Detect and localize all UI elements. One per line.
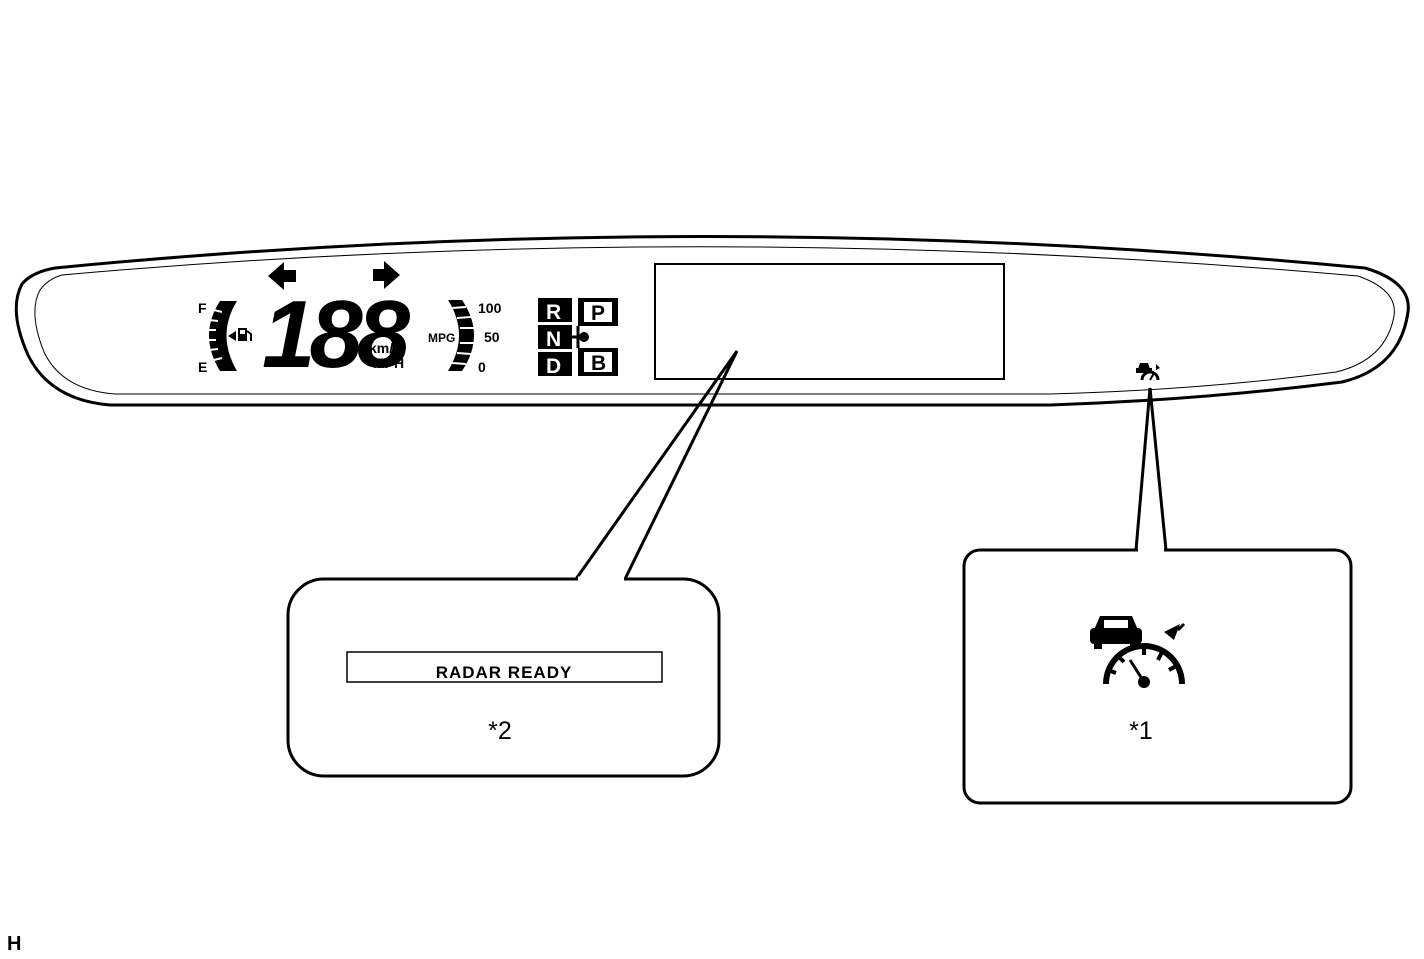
leader-line-1 (1134, 387, 1168, 551)
radar-cruise-indicator-icon (1136, 363, 1160, 381)
callout-1-number: *1 (1129, 717, 1153, 745)
radar-cruise-control-icon (1090, 616, 1186, 688)
callout-2-number: *2 (488, 717, 512, 745)
arrow-left-icon (268, 262, 296, 290)
gear-n-box (538, 325, 572, 349)
fuel-empty-label: E (198, 359, 207, 375)
arrow-right-icon (373, 261, 400, 289)
gear-n: N (546, 328, 561, 351)
gear-p: P (591, 302, 605, 325)
gear-b: B (591, 352, 606, 375)
shift-position-dot (579, 332, 589, 342)
gear-d: D (546, 355, 561, 378)
fuel-full-label: F (198, 300, 207, 316)
multi-information-display (654, 263, 1005, 380)
mpg-tick-50: 50 (484, 329, 500, 345)
fuel-pump-icon (238, 328, 252, 341)
callout-1-frame (962, 548, 1353, 805)
fuel-gauge: F E (198, 300, 252, 375)
fuel-pointer-icon (228, 331, 236, 341)
figure-id: H (7, 933, 21, 955)
leader-line-2 (574, 350, 739, 580)
turn-signal-left (268, 262, 296, 290)
radar-ready-text: RADAR READY (436, 663, 573, 682)
gear-d-box (538, 352, 572, 376)
unit-kmh: km/h (369, 340, 402, 356)
mpg-tick-0: 0 (478, 359, 486, 375)
speedometer-readout: 188 km/h MPH (262, 281, 417, 388)
radar-ready-display (346, 651, 663, 683)
shift-indicator: R N D P B (538, 298, 618, 378)
unit-mph: MPH (373, 355, 404, 371)
mpg-tick-100: 100 (478, 300, 502, 316)
gear-r: R (546, 301, 561, 324)
turn-signal-right (373, 261, 400, 289)
gear-r-box (538, 298, 572, 322)
mpg-label: MPG (428, 331, 455, 345)
callout-2: RADAR READY *2 (286, 576, 721, 778)
mpg-gauge: MPG 100 50 0 (428, 300, 502, 375)
speed-digits: 188 (262, 281, 411, 388)
callout-1: *1 (962, 547, 1353, 805)
